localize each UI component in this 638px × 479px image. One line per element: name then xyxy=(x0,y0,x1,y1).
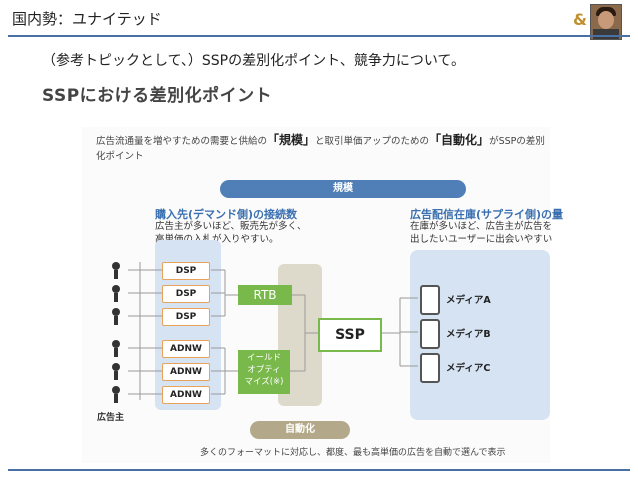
intro-part3: がSSPの差別化ポイント xyxy=(96,136,545,162)
demand-heading: 購入先(デマンド側)の接続数 xyxy=(155,208,298,221)
scale-pill: 規模 xyxy=(220,180,466,198)
supply-heading: 広告配信在庫(サプライ側)の量 xyxy=(410,208,564,221)
advertiser-icon xyxy=(111,363,121,380)
ssp-box: SSP xyxy=(318,318,382,352)
smartphone-icon xyxy=(420,285,440,315)
avatar xyxy=(590,4,622,40)
adnw-box: ADNW xyxy=(162,386,210,404)
yield-label-line3: マイズ(※) xyxy=(244,377,284,387)
smartphone-icon xyxy=(420,353,440,383)
demand-desc-2: 高単価の入札が入りやすい。 xyxy=(155,233,279,246)
dsp-box: DSP xyxy=(162,308,210,326)
footer-note: 多くのフォーマットに対応し、都度、最も高単価の広告を自動で選んで表示 xyxy=(200,448,506,458)
dsp-box: DSP xyxy=(162,262,210,280)
adnw-box: ADNW xyxy=(162,363,210,381)
media-label: メディアC xyxy=(446,363,491,374)
footer-divider xyxy=(8,469,630,471)
slide-title: SSPにおける差別化ポイント xyxy=(42,86,273,106)
intro-auto: 「自動化」 xyxy=(429,133,490,147)
media-label: メディアB xyxy=(446,329,491,340)
subtitle: （参考トピックとして、）SSPの差別化ポイント、競争力について。 xyxy=(42,53,465,69)
adnw-box: ADNW xyxy=(162,340,210,358)
rtb-box: RTB xyxy=(238,285,292,305)
advertiser-icon xyxy=(111,262,121,279)
advertiser-icon xyxy=(111,340,121,357)
supply-desc-2: 出したいユーザーに出会いやすい xyxy=(410,234,553,245)
intro-text: 広告流通量を増やすための需要と供給の「規模」と取引単価アップのための「自動化」が… xyxy=(96,133,546,164)
intro-part2: と取引単価アップのための xyxy=(315,136,430,147)
yield-label-line1: イールド xyxy=(246,353,281,363)
advertiser-label: 広告主 xyxy=(97,413,125,423)
demand-desc-1: 広告主が多いほど、販売先が多く、 xyxy=(155,221,307,232)
intro-part1: 広告流通量を増やすための需要と供給の xyxy=(96,136,268,147)
ampersand-logo-icon: & xyxy=(573,10,587,29)
header-divider xyxy=(8,35,630,37)
media-label: メディアA xyxy=(446,295,491,306)
yield-label-line2: オプティ xyxy=(247,365,281,375)
page-title: 国内勢：ユナイテッド xyxy=(12,10,162,28)
intro-kibo: 「規模」 xyxy=(267,133,316,147)
smartphone-icon xyxy=(420,319,440,349)
supply-desc-1: 在庫が多いほど、広告主が広告を xyxy=(410,221,553,232)
dsp-box: DSP xyxy=(162,285,210,303)
advertiser-icon xyxy=(111,308,121,325)
advertiser-icon xyxy=(111,386,121,403)
automation-pill: 自動化 xyxy=(250,421,350,439)
yield-optimize-box: イールド オプティ マイズ(※) xyxy=(238,350,290,394)
advertiser-icon xyxy=(111,285,121,302)
